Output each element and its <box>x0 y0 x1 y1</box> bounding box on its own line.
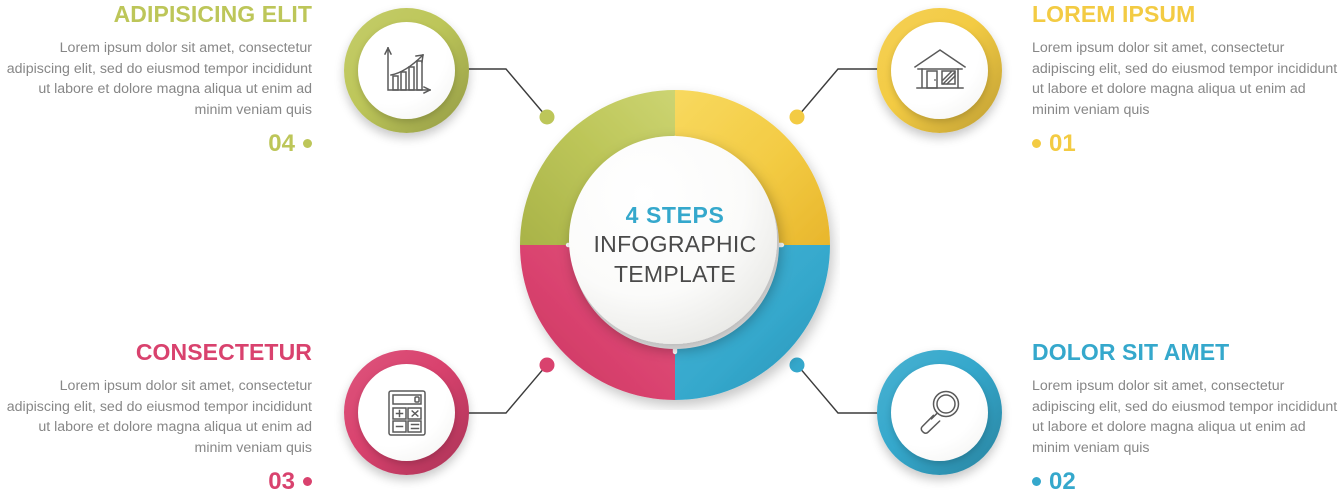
ring-segment-03[interactable] <box>520 245 675 400</box>
calculator-icon <box>387 389 426 436</box>
step-number-dot-04 <box>303 139 312 149</box>
icon-bubble-01[interactable] <box>877 8 1002 133</box>
step-number-dot-03 <box>303 477 312 487</box>
ring-segment-04[interactable] <box>520 90 675 245</box>
step-number-value-04: 04 <box>268 130 295 158</box>
icon-bubble-face-03 <box>358 364 455 461</box>
icon-bubble-03[interactable] <box>344 350 469 475</box>
ring-segment-02[interactable] <box>675 245 830 400</box>
icon-bubble-face-01 <box>891 22 988 119</box>
step-body-04: Lorem ipsum dolor sit amet, consectetur … <box>6 40 312 118</box>
icon-bubble-face-04 <box>358 22 455 119</box>
step-number-03: 03 <box>2 470 312 494</box>
step-number-value-01: 01 <box>1049 130 1076 158</box>
step-body-03: Lorem ipsum dolor sit amet, consectetur … <box>6 378 312 456</box>
step-title-04: ADIPISICING ELIT <box>113 1 312 27</box>
ring-segment-01[interactable] <box>675 90 830 245</box>
step-number-01: 01 <box>1032 132 1342 156</box>
step-number-dot-02 <box>1032 477 1041 487</box>
icon-bubble-02[interactable] <box>877 350 1002 475</box>
bar-chart-growth-icon <box>383 46 431 94</box>
icon-bubble-04[interactable] <box>344 8 469 133</box>
step-text-block-04: ADIPISICING ELIT Lorem ipsum dolor sit a… <box>2 1 312 156</box>
house-icon <box>913 48 966 89</box>
step-text-block-02: DOLOR SIT AMET Lorem ipsum dolor sit ame… <box>1032 339 1342 494</box>
step-title-03: CONSECTETUR <box>135 339 312 365</box>
icon-bubble-face-02 <box>891 364 988 461</box>
central-puzzle-wheel: 4 STEPS INFOGRAPHIC TEMPLATE <box>510 80 840 410</box>
step-body-01: Lorem ipsum dolor sit amet, consectetur … <box>1032 40 1338 118</box>
step-title-02: DOLOR SIT AMET <box>1032 339 1230 365</box>
wheel-hub <box>569 136 777 344</box>
step-body-02: Lorem ipsum dolor sit amet, consectetur … <box>1032 378 1338 456</box>
step-title-01: LOREM IPSUM <box>1032 1 1196 27</box>
step-number-value-03: 03 <box>268 468 295 496</box>
step-number-02: 02 <box>1032 470 1342 494</box>
step-number-value-02: 02 <box>1049 468 1076 496</box>
step-number-04: 04 <box>2 132 312 156</box>
step-number-dot-01 <box>1032 139 1041 149</box>
step-text-block-03: CONSECTETUR Lorem ipsum dolor sit amet, … <box>2 339 312 494</box>
magnifier-icon <box>920 390 959 434</box>
step-text-block-01: LOREM IPSUM Lorem ipsum dolor sit amet, … <box>1032 1 1342 156</box>
puzzle-ring <box>520 90 830 400</box>
